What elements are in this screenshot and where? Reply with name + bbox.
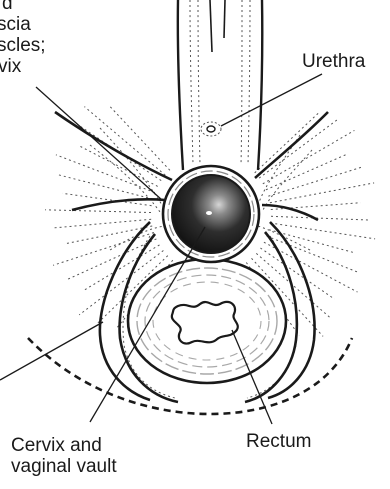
top-left-label-line-4: vix [0,56,21,77]
cervix-label-line-1: Cervix and [11,435,117,456]
cervix-shape [163,166,259,262]
fiber-line [259,120,338,179]
top-left-label: d scia scles; vix [0,0,66,86]
fiber-line [255,111,321,173]
fiber-strand [100,128,162,205]
urethra-label: Urethra [302,51,365,72]
top-left-label-line-1: d [2,0,13,14]
fiber-line [269,230,356,253]
rectum-shape [128,259,286,383]
fiber-line [271,216,369,220]
fiber-strand [110,226,165,250]
rectum-label: Rectum [246,431,311,452]
fiber-line [270,223,375,239]
urethra-tube [178,0,262,170]
cervix-label: Cervix and vaginal vault [11,435,117,477]
fiber-line [270,183,374,203]
top-left-label-line-2: scia [0,14,31,35]
fiber-line [54,219,152,228]
fiber-line [268,167,362,196]
top-left-label-line-3: scles; [0,35,46,56]
cervix-label-line-2: vaginal vault [11,456,117,477]
fiber-line [45,210,151,213]
